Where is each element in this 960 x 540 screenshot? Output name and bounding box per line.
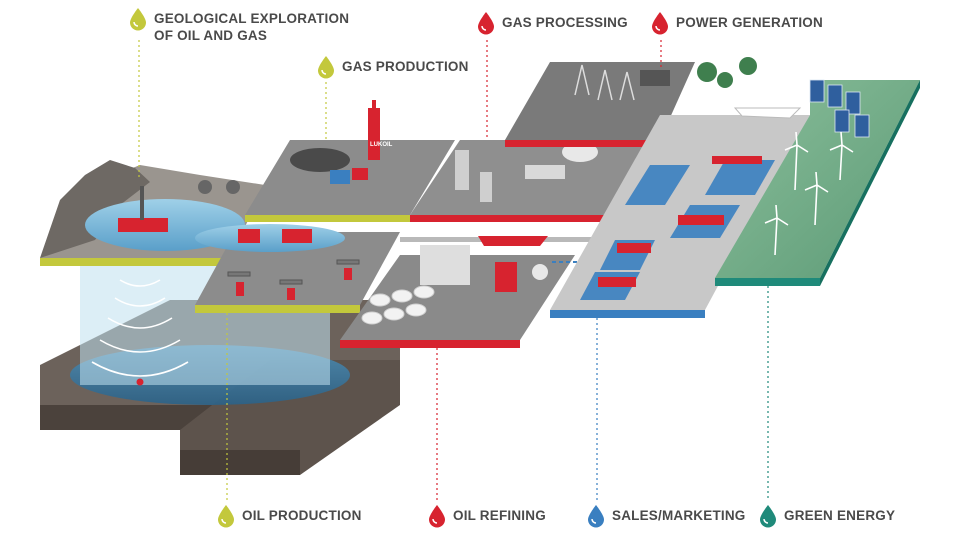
green-energy-text: GREEN ENERGY <box>784 508 896 523</box>
seismic-waves <box>91 279 189 377</box>
label-power-generation: POWER GENERATION <box>650 12 823 35</box>
drop-icon <box>588 505 604 528</box>
geo-line-1: GEOLOGICAL EXPLORATION <box>154 11 350 26</box>
green-energy-platform <box>697 57 920 286</box>
label-sales-marketing: SALES/MARKETING <box>586 505 746 528</box>
sales-marketing-platform <box>550 107 810 318</box>
oil-production-text: OIL PRODUCTION <box>242 508 362 523</box>
label-gas-production: GAS PRODUCTION <box>316 56 469 79</box>
power-generation-text: POWER GENERATION <box>676 15 823 30</box>
drop-icon <box>130 8 146 31</box>
label-gas-processing: GAS PROCESSING <box>476 12 628 35</box>
geo-line-2: OF OIL AND GAS <box>154 28 268 43</box>
power-generation-platform <box>505 62 695 147</box>
gas-processing-text: GAS PROCESSING <box>502 15 628 30</box>
drop-icon <box>478 12 494 35</box>
oil-refining-platform <box>340 245 575 348</box>
tanker-ship <box>478 236 548 246</box>
label-oil-production: OIL PRODUCTION <box>216 505 362 528</box>
target-point <box>136 378 144 386</box>
drop-icon <box>652 12 668 35</box>
label-geological-exploration: GEOLOGICAL EXPLORATION OF OIL AND GAS <box>128 8 350 44</box>
drop-icon <box>318 56 334 79</box>
gas-processing-platform <box>410 140 660 222</box>
logo-mark: LUKOIL <box>370 142 393 148</box>
oil-refining-text: OIL REFINING <box>453 508 546 523</box>
oil-production-platform <box>195 224 400 313</box>
airplane <box>733 107 802 119</box>
drop-icon <box>760 505 776 528</box>
gas-production-text: GAS PRODUCTION <box>342 59 469 74</box>
gas-production-platform <box>245 100 455 222</box>
drop-icon <box>218 505 234 528</box>
sales-marketing-text: SALES/MARKETING <box>612 508 746 523</box>
leader-lines <box>138 40 769 500</box>
drop-icon <box>429 505 445 528</box>
label-oil-refining: OIL REFINING <box>427 505 546 528</box>
label-green-energy: GREEN ENERGY <box>758 505 896 528</box>
